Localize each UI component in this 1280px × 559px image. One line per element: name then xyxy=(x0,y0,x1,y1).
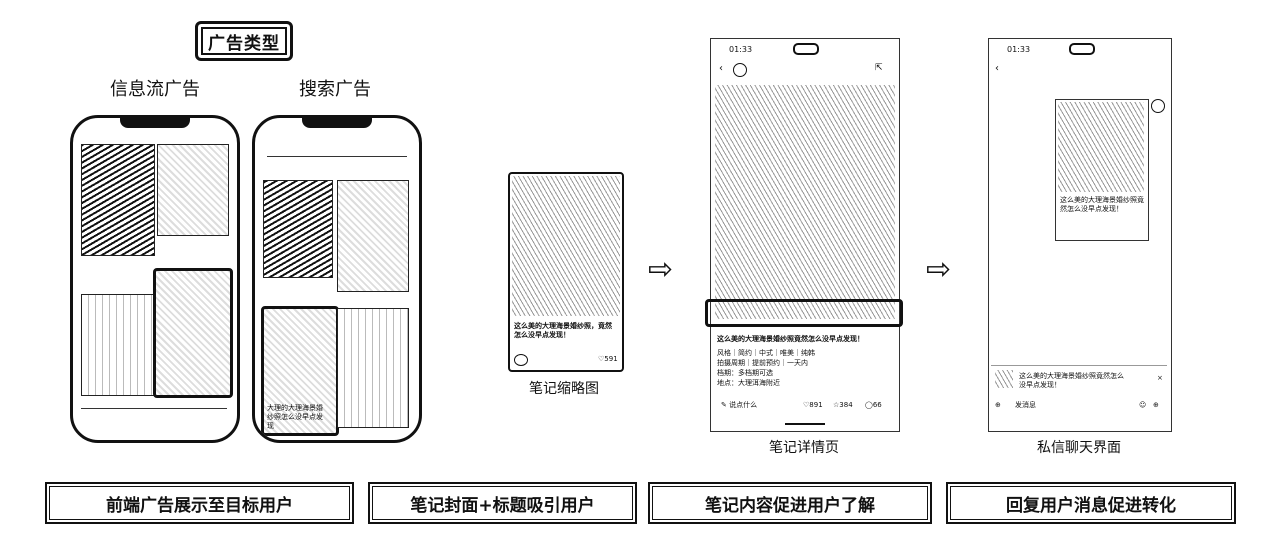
dynamic-island xyxy=(793,43,819,55)
thumbnail-caption: 这么美的大理海景婚纱照，竟然怎么没早点发现！ xyxy=(514,322,612,339)
step-2-label: 笔记封面+标题吸引用户 xyxy=(368,482,637,524)
phone-notch xyxy=(120,118,190,128)
tab-bar xyxy=(81,408,227,421)
chat-label: 私信聊天界面 xyxy=(1037,440,1121,456)
detail-line: 拍摄周期｜提前预约｜一天内 xyxy=(717,359,808,367)
search-ad-label: 搜索广告 xyxy=(299,79,371,100)
search-bar xyxy=(267,144,407,157)
arrow-right-icon: ⇨ xyxy=(926,252,952,287)
step-4-label: 回复用户消息促进转化 xyxy=(946,482,1236,524)
chat-card-image xyxy=(1058,102,1144,192)
message-input[interactable]: 发消息 xyxy=(1015,401,1036,409)
detail-page-screen: 01:33 ‹ ⇱ 这么美的大理海景婚纱照竟然怎么没早点发现！ 风格｜简约｜中式… xyxy=(705,38,903,432)
chat-screen: 01:33 ‹ 这么美的大理海景婚纱照竟然怎么没早点发现！ 这么美的大理海景婚纱… xyxy=(988,38,1172,432)
chat-card-title: 这么美的大理海景婚纱照竟然怎么没早点发现！ xyxy=(1060,196,1144,213)
step-3-label: 笔记内容促进用户了解 xyxy=(648,482,932,524)
pencil-icon: ✎ xyxy=(721,401,727,409)
feed-ad-phone xyxy=(70,115,240,443)
star-count[interactable]: ☆384 xyxy=(833,401,853,409)
back-icon[interactable]: ‹ xyxy=(719,63,723,74)
author-avatar[interactable] xyxy=(733,63,747,77)
add-icon[interactable]: ⊕ xyxy=(995,401,1001,409)
user-avatar xyxy=(1151,99,1165,113)
feed-tile xyxy=(81,144,155,256)
back-icon[interactable]: ‹ xyxy=(995,63,999,74)
quoted-note-title: 这么美的大理海景婚纱照竟然怎么没早点发现！ xyxy=(1019,372,1124,389)
close-icon[interactable]: × xyxy=(1157,374,1163,382)
feed-ad-label: 信息流广告 xyxy=(110,79,200,100)
detail-line: 风格｜简约｜中式｜唯美｜纯韩 xyxy=(717,349,815,357)
like-count[interactable]: ♡891 xyxy=(803,401,823,409)
quoted-note-bar[interactable]: 这么美的大理海景婚纱照竟然怎么没早点发现！ × xyxy=(991,365,1167,392)
quoted-note-image xyxy=(995,370,1013,388)
thumbnail-image xyxy=(512,176,620,316)
search-ad-highlight xyxy=(261,306,339,436)
comment-input[interactable]: ✎ 说点什么 xyxy=(721,401,758,409)
thumbnail-label: 笔记缩略图 xyxy=(529,381,599,397)
detail-label: 笔记详情页 xyxy=(769,440,839,456)
status-time: 01:33 xyxy=(729,45,753,54)
detail-line: 地点：大理洱海附近 xyxy=(717,379,780,387)
status-time: 01:33 xyxy=(1007,45,1031,54)
avatar xyxy=(514,354,528,366)
detail-highlight xyxy=(705,299,903,327)
chat-message-card[interactable]: 这么美的大理海景婚纱照竟然怎么没早点发现！ xyxy=(1055,99,1149,241)
feed-tile xyxy=(157,144,229,236)
heart-icon: ♡ xyxy=(803,401,810,409)
share-icon[interactable]: ⇱ xyxy=(875,63,883,73)
feed-tile xyxy=(81,294,155,396)
thumbnail-likes: ♡591 xyxy=(598,355,618,363)
dynamic-island xyxy=(1069,43,1095,55)
plus-icon[interactable]: ⊕ xyxy=(1153,401,1159,409)
detail-image xyxy=(715,85,895,319)
detail-title: 这么美的大理海景婚纱照竟然怎么没早点发现！ xyxy=(717,335,864,343)
detail-line: 档期：多档期可选 xyxy=(717,369,773,377)
search-tile xyxy=(337,308,409,428)
home-indicator xyxy=(785,423,825,425)
feed-ad-highlight xyxy=(153,268,233,398)
search-tile xyxy=(263,180,333,278)
phone-notch xyxy=(302,118,372,128)
comment-count[interactable]: ◯66 xyxy=(865,401,882,409)
search-tile xyxy=(337,180,409,292)
step-1-label: 前端广告展示至目标用户 xyxy=(45,482,354,524)
search-ad-caption: 大理的大理海景婚纱照怎么没早点发现 xyxy=(267,404,323,430)
heart-icon: ♡ xyxy=(598,355,605,363)
star-icon: ☆ xyxy=(833,401,840,409)
thumbnail-card: 这么美的大理海景婚纱照，竟然怎么没早点发现！ ♡591 xyxy=(508,172,624,372)
arrow-right-icon: ⇨ xyxy=(648,252,674,287)
search-ad-phone: 大理的大理海景婚纱照怎么没早点发现 xyxy=(252,115,422,443)
ad-type-badge: 广告类型 xyxy=(195,21,293,61)
comment-icon: ◯ xyxy=(865,401,873,409)
emoji-icon[interactable]: ☺ xyxy=(1139,401,1147,409)
